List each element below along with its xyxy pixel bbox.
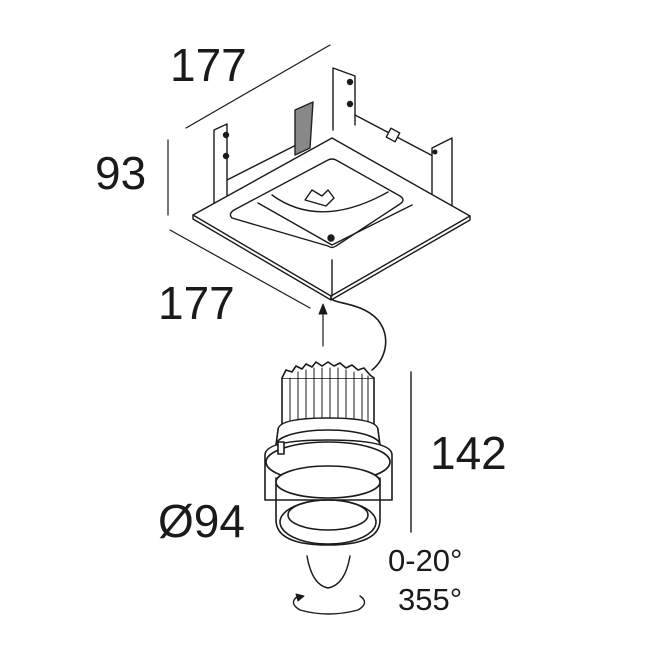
dimension-height-label: 93 bbox=[95, 147, 147, 199]
dimension-line-width-top bbox=[185, 44, 331, 129]
dimension-module-height-label: 142 bbox=[430, 427, 507, 479]
rotation-icon bbox=[292, 595, 366, 615]
recessed-housing bbox=[192, 67, 471, 301]
insertion-arrow bbox=[318, 303, 328, 347]
light-module bbox=[264, 361, 393, 546]
tilt-icon bbox=[306, 555, 351, 589]
dimension-width-top-label: 177 bbox=[170, 39, 247, 91]
dimension-line-width-bottom bbox=[169, 229, 311, 309]
connection-wire bbox=[330, 295, 387, 371]
dimension-diameter-label: Ø94 bbox=[158, 495, 245, 547]
rotation-angle-label: 355° bbox=[398, 582, 463, 617]
tilt-angle-label: 0-20° bbox=[388, 543, 463, 578]
dimension-width-bottom-label: 177 bbox=[158, 277, 235, 329]
